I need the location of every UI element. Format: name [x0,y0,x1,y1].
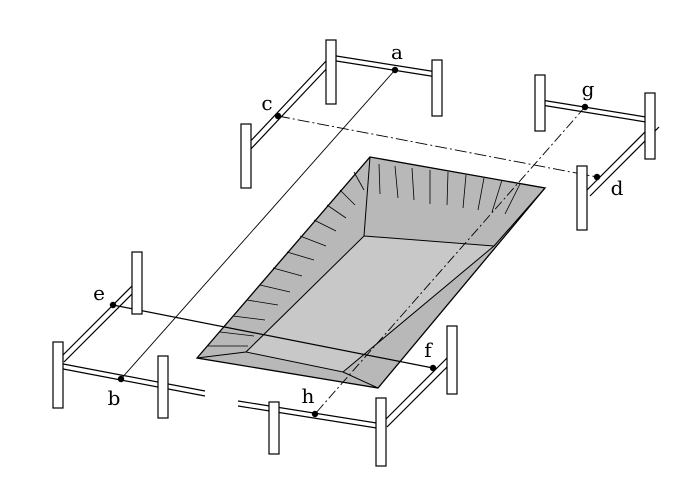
point-g [581,103,589,111]
line-a-b [120,69,396,380]
point-e [109,301,117,309]
line-g-h [314,106,586,415]
projection-lines [112,69,598,415]
line-c-d [277,115,598,178]
point-c [274,112,282,120]
batter-boards [52,39,660,467]
point-d [593,173,601,181]
slope-hatching [208,163,521,347]
point-b [117,375,125,383]
batter-board-top-left [240,39,443,189]
label-d: d [610,176,624,200]
label-h: h [301,384,315,408]
label-a: a [391,40,403,64]
point-h [311,410,319,418]
excavation-pit [195,156,547,389]
label-c: c [261,91,273,115]
label-g: g [581,77,595,101]
batter-board-bottom-right [237,325,458,467]
label-b: b [107,386,121,410]
point-f [429,364,437,372]
label-f: f [424,338,432,362]
batter-board-right [534,74,660,231]
point-a [391,66,399,74]
line-e-f [112,304,434,369]
label-e: e [93,281,105,305]
batter-board-bottom-left [52,251,206,419]
nail-points [109,66,601,418]
